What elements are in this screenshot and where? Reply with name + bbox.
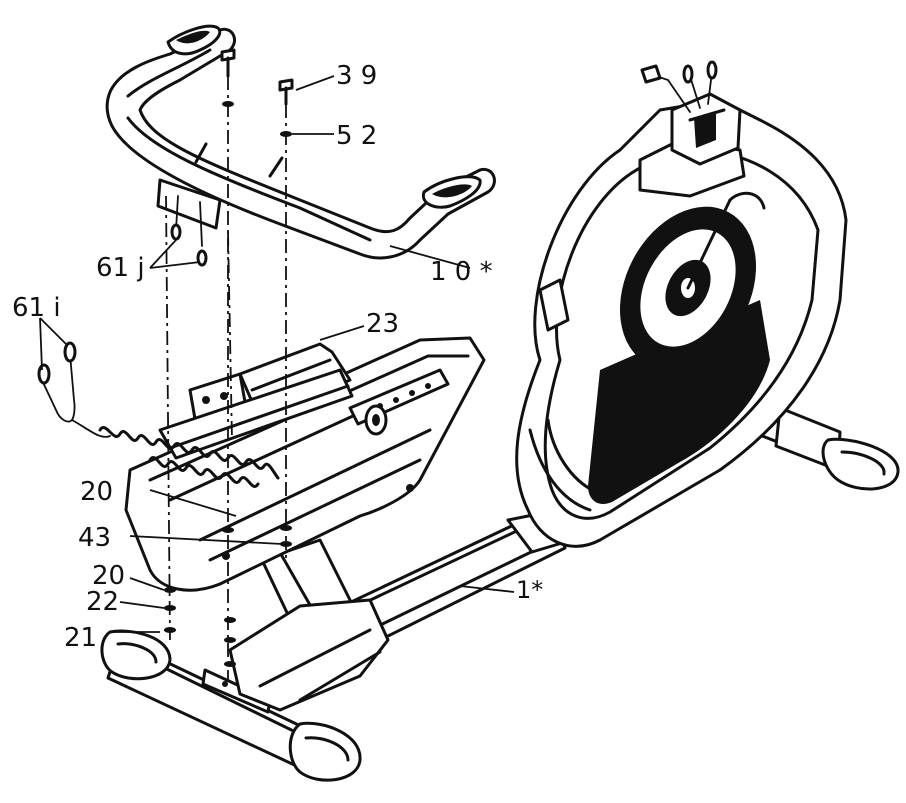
seat-slider-bracket	[158, 342, 354, 460]
callout-10: 1 0 *	[430, 257, 493, 287]
leader-lines	[39, 75, 515, 633]
callout-labels: 3 9 5 2 1 0 * 61 j 61 i 23 20 43 20 22 2…	[12, 61, 543, 653]
callout-43: 43	[78, 523, 111, 553]
rear-stabilizer	[100, 629, 362, 782]
callout-20-upper: 20	[80, 477, 113, 507]
callout-61i: 61 i	[12, 293, 61, 323]
callout-23: 23	[366, 309, 399, 339]
callout-21: 21	[64, 623, 97, 653]
callout-1: 1*	[516, 576, 543, 604]
seat-support-post	[228, 538, 390, 712]
handlebar	[105, 24, 496, 267]
seat-frame	[124, 336, 486, 592]
lower-washers	[164, 525, 292, 667]
explosion-lines	[165, 76, 287, 680]
bolts-and-washers	[220, 48, 294, 137]
callout-39: 3 9	[336, 61, 377, 91]
callout-61j: 61 j	[96, 253, 145, 283]
flywheel-housing	[515, 60, 848, 548]
callout-52: 5 2	[336, 121, 377, 151]
callout-22: 22	[86, 587, 119, 617]
callout-20-lower: 20	[92, 561, 125, 591]
